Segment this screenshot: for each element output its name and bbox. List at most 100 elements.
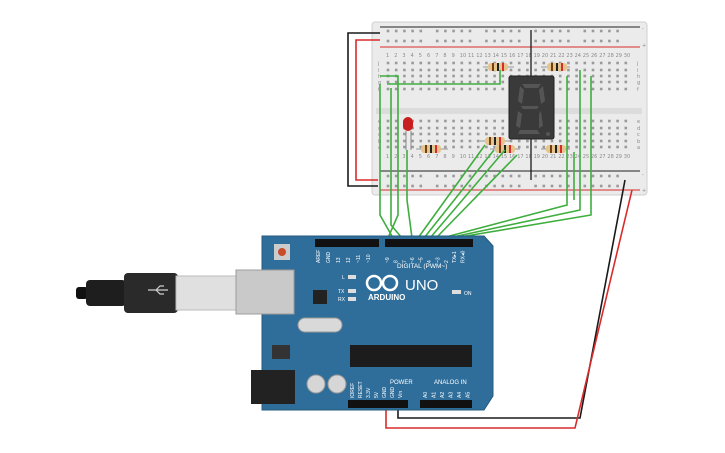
rail-hole[interactable] xyxy=(485,174,488,178)
resistor-6[interactable] xyxy=(541,145,570,153)
breadboard-hole[interactable] xyxy=(444,74,447,78)
breadboard-hole[interactable] xyxy=(558,119,562,123)
resistor-3[interactable] xyxy=(416,145,448,153)
breadboard-hole[interactable] xyxy=(427,74,431,78)
breadboard-hole[interactable] xyxy=(493,87,496,91)
breadboard-hole[interactable] xyxy=(575,132,578,136)
breadboard-hole[interactable] xyxy=(493,126,496,130)
breadboard-hole[interactable] xyxy=(468,80,472,84)
breadboard-hole[interactable] xyxy=(599,126,603,130)
breadboard-hole[interactable] xyxy=(558,139,562,143)
breadboard-hole[interactable] xyxy=(558,74,562,78)
breadboard-hole[interactable] xyxy=(444,139,447,143)
breadboard-hole[interactable] xyxy=(608,74,611,78)
rail-hole[interactable] xyxy=(509,39,513,43)
breadboard-hole[interactable] xyxy=(616,68,619,72)
breadboard-hole[interactable] xyxy=(567,132,570,136)
breadboard-hole[interactable] xyxy=(403,132,406,136)
breadboard-hole[interactable] xyxy=(591,87,595,91)
breadboard-hole[interactable] xyxy=(567,74,570,78)
breadboard-hole[interactable] xyxy=(476,145,480,149)
breadboard-hole[interactable] xyxy=(616,74,619,78)
breadboard-hole[interactable] xyxy=(493,119,496,123)
breadboard-hole[interactable] xyxy=(460,145,464,149)
breadboard-hole[interactable] xyxy=(452,61,455,65)
breadboard-hole[interactable] xyxy=(567,80,570,84)
breadboard-hole[interactable] xyxy=(435,139,439,143)
breadboard-hole[interactable] xyxy=(616,80,619,84)
rail-hole[interactable] xyxy=(534,29,537,33)
breadboard-hole[interactable] xyxy=(542,68,546,72)
breadboard-hole[interactable] xyxy=(485,132,488,136)
breadboard-hole[interactable] xyxy=(411,145,414,149)
rail-hole[interactable] xyxy=(460,184,464,188)
breadboard-hole[interactable] xyxy=(624,68,628,72)
breadboard-hole[interactable] xyxy=(411,80,414,84)
breadboard-hole[interactable] xyxy=(616,126,619,130)
breadboard-hole[interactable] xyxy=(517,139,521,143)
breadboard-hole[interactable] xyxy=(386,80,390,84)
breadboard-hole[interactable] xyxy=(591,119,595,123)
breadboard-hole[interactable] xyxy=(485,61,488,65)
rail-hole[interactable] xyxy=(419,184,423,188)
breadboard-hole[interactable] xyxy=(493,74,496,78)
rail-hole[interactable] xyxy=(608,184,611,188)
breadboard-hole[interactable] xyxy=(476,126,480,130)
breadboard-hole[interactable] xyxy=(460,87,464,91)
breadboard-hole[interactable] xyxy=(542,61,546,65)
breadboard-hole[interactable] xyxy=(624,132,628,136)
breadboard-hole[interactable] xyxy=(583,139,587,143)
breadboard-hole[interactable] xyxy=(386,119,390,123)
breadboard-hole[interactable] xyxy=(460,80,464,84)
breadboard-hole[interactable] xyxy=(411,61,414,65)
rail-hole[interactable] xyxy=(452,174,455,178)
rail-hole[interactable] xyxy=(567,39,570,43)
rail-hole[interactable] xyxy=(583,184,587,188)
breadboard-hole[interactable] xyxy=(444,145,447,149)
breadboard-hole[interactable] xyxy=(403,74,406,78)
breadboard-hole[interactable] xyxy=(386,145,390,149)
breadboard-hole[interactable] xyxy=(558,80,562,84)
breadboard-hole[interactable] xyxy=(567,126,570,130)
breadboard-hole[interactable] xyxy=(608,87,611,91)
breadboard-hole[interactable] xyxy=(599,68,603,72)
breadboard-hole[interactable] xyxy=(526,145,529,149)
breadboard-hole[interactable] xyxy=(411,74,414,78)
breadboard-hole[interactable] xyxy=(444,119,447,123)
breadboard-hole[interactable] xyxy=(403,68,406,72)
breadboard-hole[interactable] xyxy=(550,139,554,143)
breadboard-hole[interactable] xyxy=(411,87,414,91)
rail-hole[interactable] xyxy=(394,29,398,33)
breadboard-hole[interactable] xyxy=(501,132,505,136)
breadboard-hole[interactable] xyxy=(403,80,406,84)
breadboard-hole[interactable] xyxy=(452,74,455,78)
rail-hole[interactable] xyxy=(411,174,414,178)
breadboard-hole[interactable] xyxy=(591,74,595,78)
rail-hole[interactable] xyxy=(435,184,439,188)
breadboard-hole[interactable] xyxy=(394,126,398,130)
breadboard-hole[interactable] xyxy=(468,74,472,78)
breadboard-hole[interactable] xyxy=(419,119,423,123)
rail-hole[interactable] xyxy=(411,184,414,188)
rail-hole[interactable] xyxy=(608,29,611,33)
breadboard-hole[interactable] xyxy=(558,126,562,130)
rail-hole[interactable] xyxy=(517,184,521,188)
breadboard-hole[interactable] xyxy=(435,119,439,123)
breadboard-hole[interactable] xyxy=(444,87,447,91)
rail-hole[interactable] xyxy=(550,39,554,43)
breadboard-hole[interactable] xyxy=(501,119,505,123)
rail-hole[interactable] xyxy=(493,39,496,43)
rail-hole[interactable] xyxy=(599,29,603,33)
rail-hole[interactable] xyxy=(591,39,595,43)
breadboard-hole[interactable] xyxy=(435,80,439,84)
rail-hole[interactable] xyxy=(394,184,398,188)
resistor-4[interactable] xyxy=(480,137,511,145)
breadboard-hole[interactable] xyxy=(493,80,496,84)
breadboard-hole[interactable] xyxy=(583,87,587,91)
rail-hole[interactable] xyxy=(608,174,611,178)
rail-hole[interactable] xyxy=(534,174,537,178)
breadboard-hole[interactable] xyxy=(419,126,423,130)
rail-hole[interactable] xyxy=(468,184,472,188)
rail-hole[interactable] xyxy=(591,29,595,33)
breadboard-hole[interactable] xyxy=(468,87,472,91)
